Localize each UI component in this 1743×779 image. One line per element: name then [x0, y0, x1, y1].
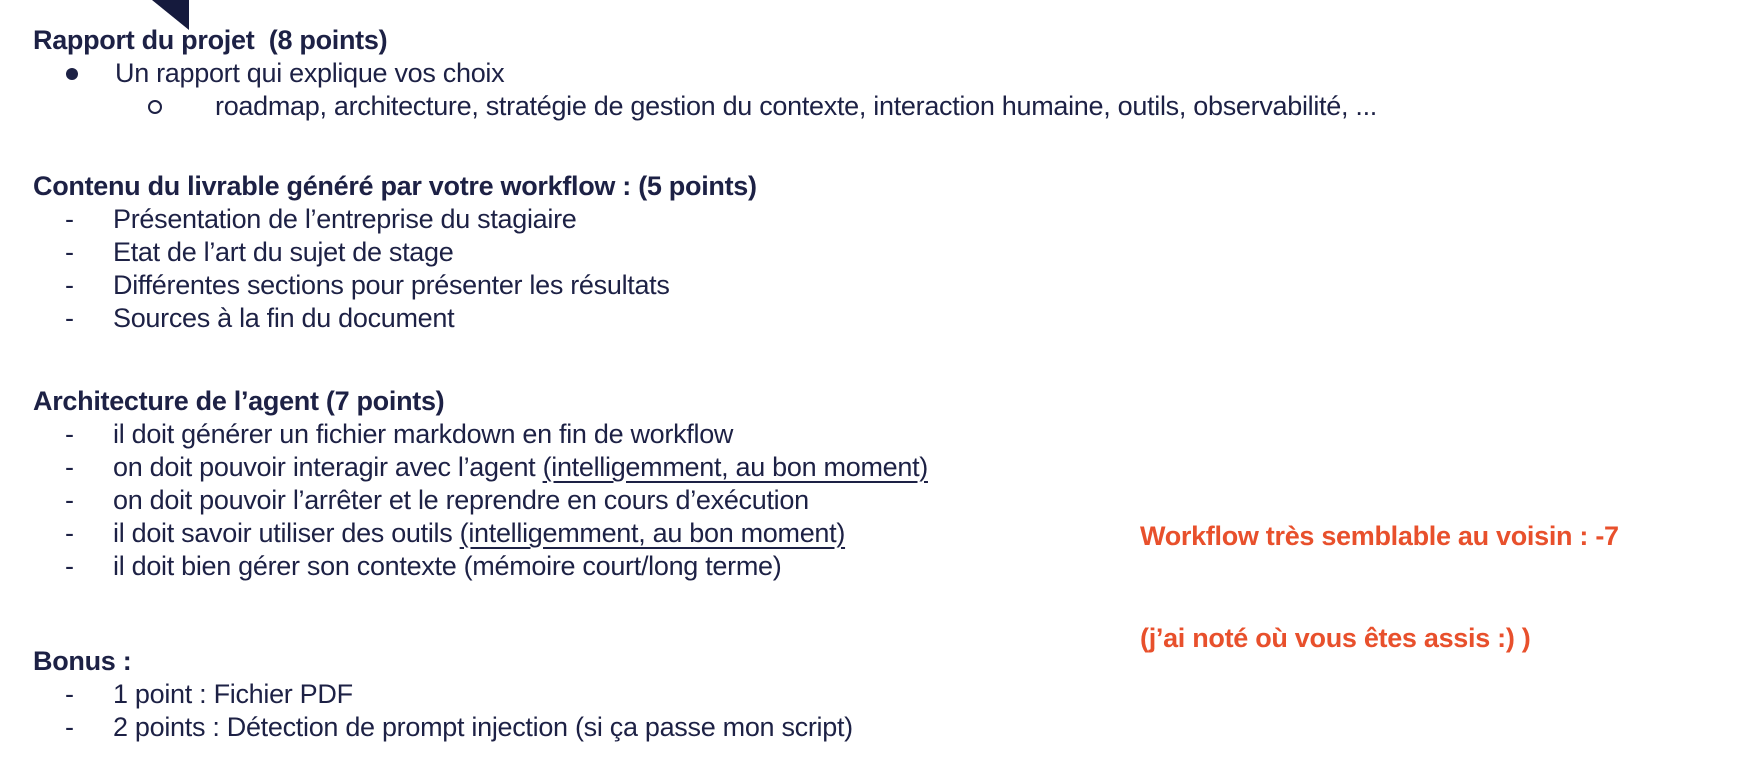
- list-item: - Sources à la fin du document: [33, 302, 1523, 335]
- dash-bullet-marker: -: [65, 419, 74, 449]
- list-item-text: 1 point : Fichier PDF: [113, 679, 353, 709]
- list-item-text: on doit pouvoir l’arrêter et le reprendr…: [113, 485, 809, 515]
- text-segment: Etat de l’art du sujet de stage: [113, 237, 454, 267]
- list-item: roadmap, architecture, stratégie de gest…: [33, 90, 1523, 123]
- bonus-list: - 1 point : Fichier PDF - 2 points : Détect…: [33, 678, 1523, 744]
- grader-annotation-line-1: Workflow très semblable au voisin : -7: [1140, 521, 1619, 551]
- underlined-text-segment: (intelligemment, au bon moment): [542, 452, 929, 482]
- dash-bullet-marker: -: [65, 712, 74, 742]
- grader-annotation: Workflow très semblable au voisin : -7 (…: [1140, 451, 1619, 689]
- list-item: - on doit pouvoir interagir avec l’agent …: [33, 451, 1523, 484]
- list-item-text: Présentation de l’entreprise du stagiair…: [113, 204, 577, 234]
- text-segment: Sources à la fin du document: [113, 303, 455, 333]
- list-item-text: Etat de l’art du sujet de stage: [113, 237, 454, 267]
- contenu-list: - Présentation de l’entreprise du stagiai…: [33, 203, 1523, 335]
- list-item-text: Sources à la fin du document: [113, 303, 455, 333]
- list-item-text: Différentes sections pour présenter les …: [113, 270, 670, 300]
- dash-bullet-marker: -: [65, 204, 74, 234]
- dash-bullet-marker: -: [65, 518, 74, 548]
- text-segment: il doit générer un fichier markdown en f…: [113, 419, 734, 449]
- dash-bullet-marker: -: [65, 485, 74, 515]
- dash-bullet-marker: -: [65, 270, 74, 300]
- section-rapport-du-projet: Rapport du projet (8 points) Un rapport …: [33, 24, 1523, 123]
- list-item: - on doit pouvoir l’arrêter et le reprend…: [33, 484, 1523, 517]
- text-segment: il doit bien gérer son contexte (mémoire…: [113, 551, 782, 581]
- heading-bonus: Bonus :: [33, 646, 132, 676]
- grader-annotation-line-2: (j’ai noté où vous êtes assis :) ): [1140, 623, 1531, 653]
- list-item: - Présentation de l’entreprise du stagiai…: [33, 203, 1523, 236]
- text-segment: roadmap, architecture, stratégie de gest…: [215, 91, 1377, 121]
- text-segment: on doit pouvoir interagir avec l’agent: [113, 452, 543, 482]
- list-item-text: il doit bien gérer son contexte (mémoire…: [113, 551, 782, 581]
- section-contenu-livrable: Contenu du livrable généré par votre wor…: [33, 170, 1523, 335]
- circle-bullet-marker: [148, 100, 162, 114]
- list-item: Un rapport qui explique vos choix: [33, 57, 1523, 90]
- list-item: - Etat de l’art du sujet de stage: [33, 236, 1523, 269]
- list-item: - il doit bien gérer son contexte (mémoir…: [33, 550, 1523, 583]
- heading-contenu-livrable: Contenu du livrable généré par votre wor…: [33, 171, 757, 201]
- architecture-list: - il doit générer un fichier markdown en …: [33, 418, 1523, 583]
- underlined-text-segment: (intelligemment, au bon moment): [459, 518, 846, 548]
- text-segment: Différentes sections pour présenter les …: [113, 270, 670, 300]
- heading-rapport-du-projet: Rapport du projet (8 points): [33, 25, 388, 55]
- list-item: - il doit générer un fichier markdown en …: [33, 418, 1523, 451]
- text-segment: 1 point : Fichier PDF: [113, 679, 353, 709]
- dash-bullet-marker: -: [65, 303, 74, 333]
- list-item-text: roadmap, architecture, stratégie de gest…: [215, 91, 1377, 121]
- disc-bullet-marker: [66, 68, 78, 80]
- text-segment: Présentation de l’entreprise du stagiair…: [113, 204, 577, 234]
- list-item-text: on doit pouvoir interagir avec l’agent (…: [113, 452, 928, 482]
- list-item: - 1 point : Fichier PDF: [33, 678, 1523, 711]
- list-item-text: il doit générer un fichier markdown en f…: [113, 419, 733, 449]
- heading-architecture-agent: Architecture de l’agent (7 points): [33, 386, 445, 416]
- list-item: - 2 points : Détection de prompt injectio…: [33, 711, 1523, 744]
- list-item: - Différentes sections pour présenter les…: [33, 269, 1523, 302]
- text-segment: on doit pouvoir l’arrêter et le reprendr…: [113, 485, 809, 515]
- dash-bullet-marker: -: [65, 679, 74, 709]
- dash-bullet-marker: -: [65, 452, 74, 482]
- section-architecture-agent: Architecture de l’agent (7 points) - il d…: [33, 385, 1523, 583]
- slide-body: Rapport du projet (8 points) Un rapport …: [33, 24, 1523, 744]
- dash-bullet-marker: -: [65, 551, 74, 581]
- list-item-text: Un rapport qui explique vos choix: [115, 58, 505, 88]
- text-segment: Un rapport qui explique vos choix: [115, 58, 505, 88]
- list-item-text: il doit savoir utiliser des outils (inte…: [113, 518, 845, 548]
- list-item: - il doit savoir utiliser des outils (int…: [33, 517, 1523, 550]
- text-segment: 2 points : Détection de prompt injection…: [113, 712, 853, 742]
- section-bonus: Bonus : - 1 point : Fichier PDF - 2 points …: [33, 645, 1523, 744]
- text-segment: il doit savoir utiliser des outils: [113, 518, 460, 548]
- dash-bullet-marker: -: [65, 237, 74, 267]
- list-item-text: 2 points : Détection de prompt injection…: [113, 712, 853, 742]
